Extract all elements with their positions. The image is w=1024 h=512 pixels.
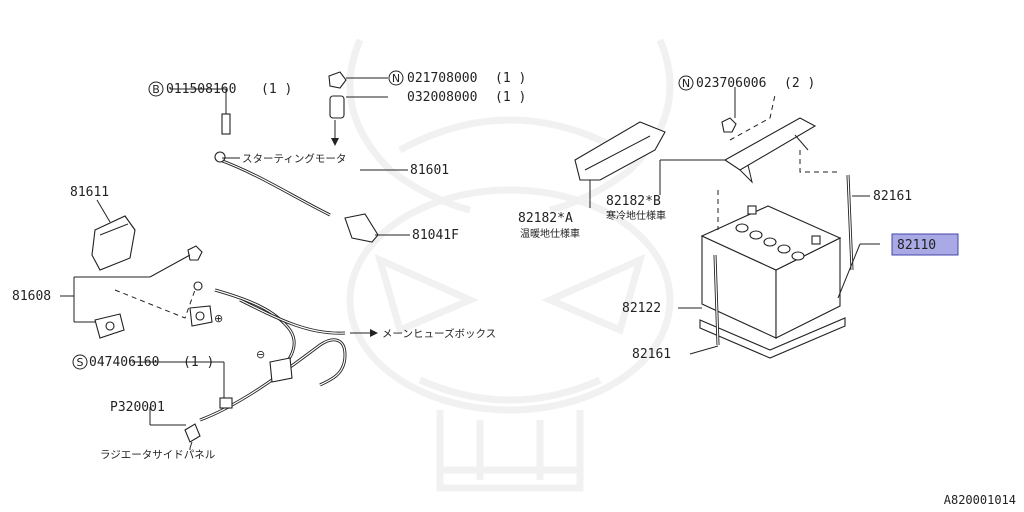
callout-b-code: 011508160 [166, 82, 236, 97]
battery-cable-harness [94, 71, 351, 449]
callout-n1-letter: N [392, 72, 400, 85]
part-81601: 81601 [410, 163, 449, 178]
part-82110-highlight[interactable] [891, 233, 959, 256]
part-81608: 81608 [12, 289, 51, 304]
part-82161-top: 82161 [873, 189, 912, 204]
circle-n-icon [678, 75, 694, 91]
callout-b-letter: B [152, 83, 160, 96]
callout-n2-code: 023706006 [696, 76, 766, 91]
terminal-cover-81611 [91, 215, 136, 271]
callout-n1-qty: (1 ) [495, 71, 526, 86]
labels: B 011508160 (1 ) N 021708000 (1 ) 032008… [12, 70, 1016, 507]
callout-n2-letter: N [682, 77, 690, 90]
circle-n-icon [388, 70, 404, 86]
clip-81041f [344, 213, 379, 243]
part-82110[interactable]: 82110 [897, 238, 936, 253]
part-81611: 81611 [70, 185, 109, 200]
callout-s-letter: S [77, 356, 84, 369]
callout-s-code: 047406160 [89, 355, 159, 370]
circle-b-icon [148, 81, 164, 97]
callout-b-qty: (1 ) [261, 82, 292, 97]
washer-code: 032008000 [407, 90, 477, 105]
starting-motor-label: スターティングモータ [242, 152, 346, 165]
part-p320001: P320001 [110, 400, 165, 415]
bracket-82182a [574, 121, 666, 181]
radiator-panel-label: ラジエータサイドパネル [100, 449, 215, 461]
washer-qty: (1 ) [495, 90, 526, 105]
part-82161-bottom: 82161 [632, 347, 671, 362]
part-82122: 82122 [622, 301, 661, 316]
watermark-emblem [346, 38, 674, 492]
part-82182a: 82182*A [518, 211, 573, 226]
part-81041f: 81041F [412, 228, 459, 243]
figure-code: A820001014 [944, 493, 1016, 507]
circle-s-icon [72, 354, 88, 370]
plus-symbol: ⊕ [214, 312, 223, 325]
callout-n2-qty: (2 ) [784, 76, 815, 91]
minus-symbol: ⊖ [256, 348, 265, 361]
battery-82110 [699, 94, 854, 359]
part-82182a-note: 温暖地仕様車 [520, 227, 580, 240]
main-fuse-box-label: メーンヒューズボックス [382, 327, 496, 340]
part-82182b-note: 寒冷地仕様車 [606, 209, 666, 222]
callout-s-qty: (1 ) [183, 355, 214, 370]
callout-n1-code: 021708000 [407, 71, 477, 86]
leader-lines [60, 77, 880, 450]
part-82182b: 82182*B [606, 194, 661, 209]
